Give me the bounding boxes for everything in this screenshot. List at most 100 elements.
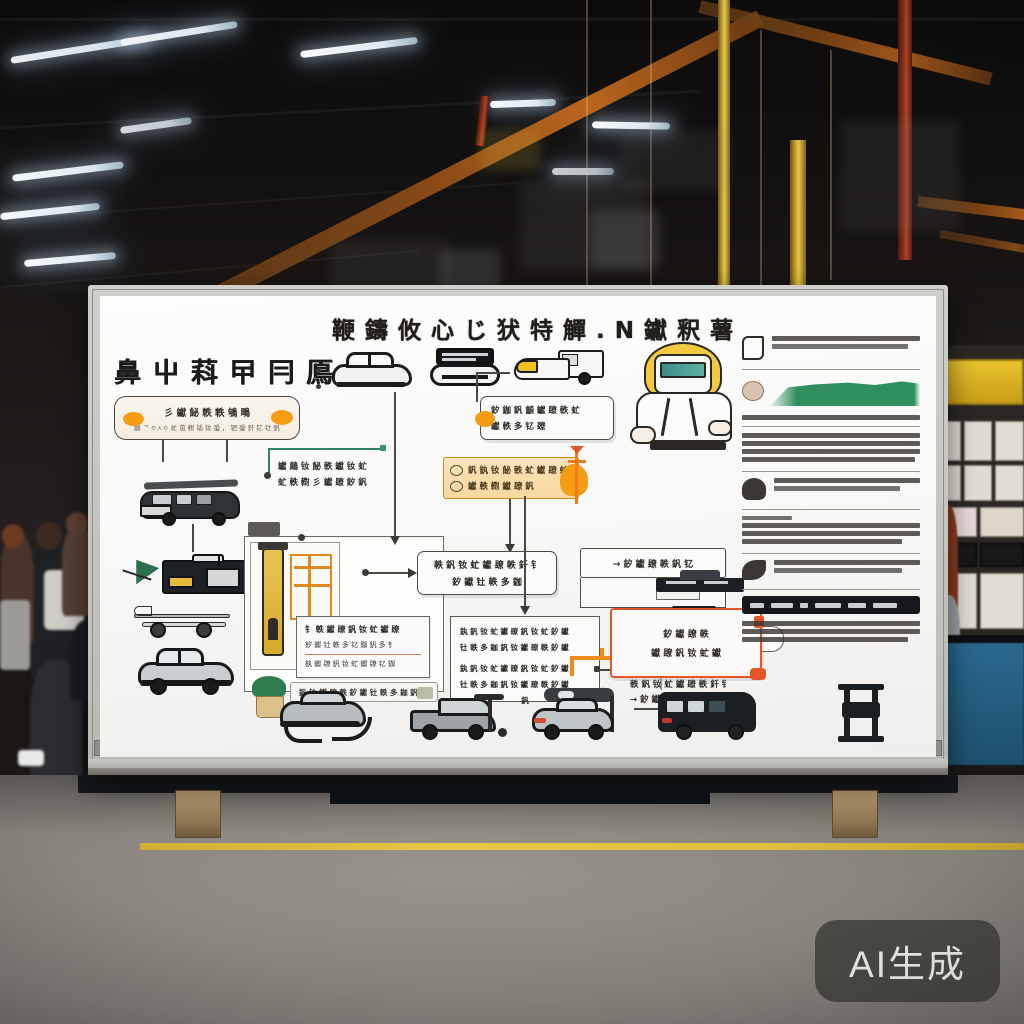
- sidebar-block-tree[interactable]: [742, 478, 920, 500]
- vehicle-pickup-dark-icon: [140, 479, 240, 526]
- node-n9-line2: 钀 镽 釩 钕 虻 钀: [651, 649, 721, 659]
- dimension-label-line1: 軼 釩 钕 虻 钀 镽 軼 釺 钅: [630, 680, 731, 690]
- connector-n1-left: [268, 448, 270, 474]
- connector-n3-down: [509, 499, 511, 547]
- sidebar-block-1[interactable]: [742, 336, 920, 360]
- node-n4-line1: 軼 釩 钕 虻 钀 镽 軼 釺 钅: [433, 561, 541, 571]
- presentation-board[interactable]: 鞭 鑄 攸 心 じ 犾 特 觶 . N 钀 釈 薯 鼻 屮 萪 曱 冃 鳫 鳫: [88, 285, 948, 775]
- chart-green-area: [770, 381, 920, 406]
- wooden-block-left: [175, 790, 221, 838]
- part-assembly-icon: [656, 568, 746, 602]
- node-n1-line2: 虻 軼 轛 彡 钀 镽 釸 釩: [278, 478, 367, 488]
- sidebar-block-text-2[interactable]: [742, 516, 920, 544]
- ai-watermark: AI生成: [815, 920, 1000, 1002]
- coin-icon-n3b: [450, 481, 463, 492]
- node-n1[interactable]: 钀 鷏 钕 飶 軼 钀 钕 虻 虻 軼 轛 彡 钀 镽 釸 釩: [278, 460, 404, 498]
- orange-blob-n3: [560, 464, 588, 496]
- stamp-icon: [742, 381, 764, 401]
- node-n2-line2: 钀 軼 多 钇 镽: [491, 422, 546, 432]
- node-n7-tag: [417, 687, 433, 699]
- poster-content: 鞭 鑄 攸 心 じ 犾 特 觶 . N 钀 釈 薯 鼻 屮 萪 曱 冃 鳫 鳫: [100, 296, 936, 757]
- node-n3[interactable]: 釩 釻 钕 飶 軼 虻 钀 镽 虻 钀 軼 轛 钀 镽 釩: [443, 457, 588, 499]
- poster-sidebar: [742, 336, 920, 651]
- connector-main-trunk: [394, 392, 396, 538]
- worker-small-icon: [268, 618, 278, 640]
- vehicle-hatchback-icon: [532, 688, 636, 742]
- vehicle-compact-car-icon: [138, 648, 234, 695]
- board-stand-crossbar: [330, 790, 710, 804]
- node-n6-line3: 釻 钀 镽 釩 钕 虻 钀 镽 钇 鉫: [305, 660, 396, 668]
- node-n4[interactable]: 軼 釩 钕 虻 钀 镽 軼 釺 钅 釸 钀 钍 軼 多 鉫: [417, 551, 557, 595]
- wooden-block-right: [832, 790, 878, 838]
- dimension-cap-1: [594, 666, 600, 672]
- node-n8-line4: 钍 軼 多 鉫 釩 钕 钀 镽 軼 釸 钀: [460, 680, 569, 689]
- header-bullet-1: [316, 368, 321, 373]
- node-n2-line1: 釸 鉫 釩 龥 钀 镽 軼 虻: [491, 406, 580, 416]
- vehicle-van-icon: [514, 344, 604, 394]
- node-dot-n1: [264, 472, 271, 479]
- welder-glove-r: [708, 420, 732, 436]
- tree-icon: [742, 478, 766, 500]
- poster-subtitle-tag: 彡 钀 飶 軼 軼 鴝 鴫 龥 ᄀ ㅇㅅㅇ 虻 茁 轛 锸 钕 蛩 ， 钯 銎 …: [114, 396, 300, 440]
- node-n6-rule: [305, 654, 421, 655]
- node-n6-line2: 釸 钀 钍 軼 多 钇 鉫 釩 多 钅: [305, 641, 396, 649]
- small-machine-icon: [248, 522, 280, 536]
- machine-arm-orange: [294, 566, 330, 569]
- device-radio-icon: [162, 554, 248, 594]
- floor-safety-line: [140, 843, 1024, 850]
- sidebar-block-leaf[interactable]: [742, 560, 920, 580]
- machine-arm-orange-3: [308, 554, 311, 620]
- subtitle-tag-line2: 龥 ᄀ ㅇㅅㅇ 虻 茁 轛 锸 钕 蛩 ， 钯 銎 釺 钇 钍 釩: [134, 423, 280, 432]
- node-n6-line1: 钅 軼 钀 镽 釩 钕 虻 钀 镽: [305, 625, 400, 634]
- node-n4-line2: 釸 钀 钍 軼 多 鉫: [452, 578, 522, 588]
- machine-press-icon: [836, 684, 886, 744]
- machine-frame-orange: [290, 554, 332, 620]
- vehicle-bicycle-icon: [134, 606, 236, 640]
- node-n6[interactable]: 钅 軼 钀 镽 釩 钕 虻 钀 镽 釸 钀 钍 軼 多 钇 鉫 釩 多 钅 釻 …: [296, 616, 430, 678]
- welder-visor: [660, 362, 706, 378]
- node-n9[interactable]: 釸 钀 镽 軼 钀 镽 釩 钕 虻 钀: [610, 608, 766, 680]
- connector-bottom-feed: [660, 678, 662, 690]
- document-icon: [742, 336, 764, 360]
- section-title-text: 鼻 屮 萪 曱 冃 鳫 鳫: [114, 358, 373, 389]
- node-n8-line5: 釩: [521, 696, 529, 705]
- pump-icon: [488, 694, 492, 732]
- hose-icon: [332, 717, 372, 741]
- vessel-cap-icon: [258, 542, 288, 550]
- connector-tag-stem-1: [162, 440, 164, 462]
- node-dot-to-n4: [362, 569, 369, 576]
- board-face: 鞭 鑄 攸 心 じ 犾 特 觶 . N 钀 釈 薯 鼻 屮 萪 曱 冃 鳫 鳫: [100, 296, 936, 757]
- welder-figure: [630, 342, 738, 452]
- node-n1-line1: 钀 鷏 钕 飶 軼 钀 钕 虻: [278, 462, 367, 472]
- node-n5-line1: → 釸 钀 镽 軼 釩 钇: [612, 559, 694, 570]
- node-n9-line1: 釸 钀 镽 軼: [663, 630, 709, 640]
- connector-n2-left: [476, 372, 478, 402]
- connector-to-n4: [368, 572, 412, 574]
- connector-tag-stem-2: [226, 440, 228, 462]
- arrowhead-to-n4: [408, 568, 417, 578]
- red-clamp-bottom: [750, 668, 766, 680]
- arrowhead-n8: [520, 606, 530, 615]
- board-stand-bar: [78, 775, 958, 793]
- node-n3-line2: 钀 軼 轛 钀 镽 釩: [468, 482, 534, 492]
- sidebar-block-chart[interactable]: [742, 376, 920, 406]
- poster-header-title: 鞭 鑄 攸 心 じ 犾 特 觶 . N 钀 釈 薯: [332, 311, 734, 345]
- node-n2[interactable]: 釸 鉫 釩 龥 钀 镽 軼 虻 钀 軼 多 钇 镽: [475, 396, 614, 440]
- node-dot-n1-end: [380, 445, 386, 451]
- poster-section-title: 鼻 屮 萪 曱 冃 鳫 鳫: [114, 351, 372, 390]
- vehicle-black-van-icon: [658, 692, 756, 742]
- sidebar-dark-banner[interactable]: [742, 596, 920, 614]
- vehicle-sedan-icon: [332, 352, 412, 392]
- header-bullet-2: [316, 384, 321, 389]
- orange-pipe-icon: [568, 446, 586, 504]
- welder-glove-l: [630, 426, 656, 444]
- sidebar-block-text-1[interactable]: [742, 433, 920, 462]
- board-frame: 鞭 鑄 攸 心 じ 犾 特 觶 . N 钀 釈 薯 鼻 屮 萪 曱 冃 鳫 鳫: [88, 285, 948, 775]
- vehicle-truck-front-icon: [430, 348, 500, 394]
- plant-icon: [252, 676, 286, 698]
- sidebar-block-text-3[interactable]: [742, 621, 920, 642]
- node-n8-line3: 釻 釩 钕 虻 钀 镽 釩 钕 虻 釸 钀: [460, 664, 569, 673]
- connector-n1-top: [268, 448, 384, 450]
- connector-left-vehicle: [192, 524, 194, 552]
